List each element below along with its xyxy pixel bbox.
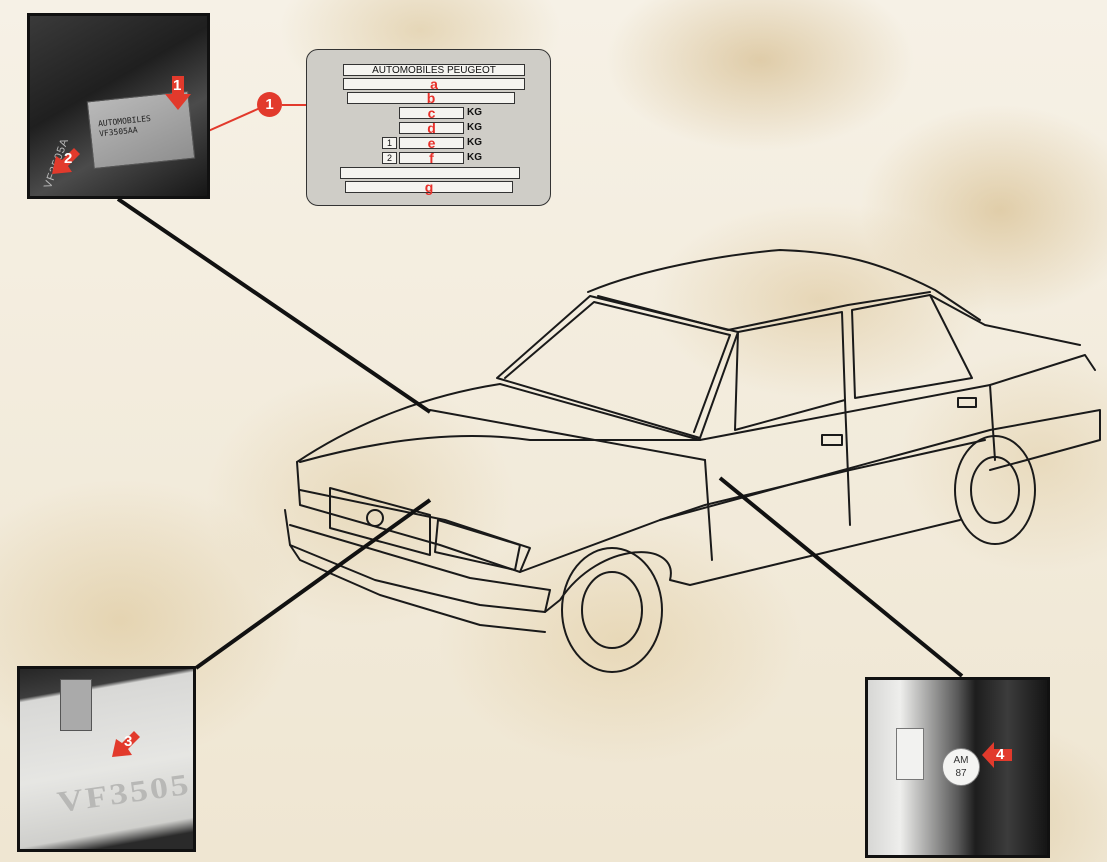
plate-field-e: e xyxy=(399,137,464,149)
photo-bracket xyxy=(60,679,92,731)
plate-field-f: f xyxy=(399,152,464,164)
plate-unit-d: KG xyxy=(467,122,482,133)
plate-axle-1: 1 xyxy=(382,137,397,149)
plate-unit-e: KG xyxy=(467,137,482,148)
plate-axle-2: 2 xyxy=(382,152,397,164)
photo-date-badge: AM 87 xyxy=(942,748,980,786)
photo-hinge xyxy=(896,728,924,780)
plate-field-c: c xyxy=(399,107,464,119)
plate-field-d: d xyxy=(399,122,464,134)
photo-inset-body-number: VF3505 3 xyxy=(17,666,196,852)
photo-stamped-number: VF3505 xyxy=(55,768,193,820)
callout-1: 1 xyxy=(257,92,282,117)
plate-field-g: g xyxy=(345,181,513,193)
photo-inset-door-pillar: AM 87 4 xyxy=(865,677,1050,858)
plate-title: AUTOMOBILES PEUGEOT xyxy=(343,64,525,76)
marker-3: 3 xyxy=(112,729,140,757)
plate-unit-c: KG xyxy=(467,107,482,118)
plate-field-a: a xyxy=(343,78,525,90)
marker-4: 4 xyxy=(982,742,1012,768)
plate-field-b: b xyxy=(347,92,515,104)
marker-2: 2 xyxy=(52,146,80,174)
plate-unit-f: KG xyxy=(467,152,482,163)
vehicle-id-plate-diagram: AUTOMOBILES PEUGEOT a b c KG d KG 1 e KG… xyxy=(306,49,551,206)
marker-1: 1 xyxy=(165,76,191,110)
plate-field-blank xyxy=(340,167,520,179)
